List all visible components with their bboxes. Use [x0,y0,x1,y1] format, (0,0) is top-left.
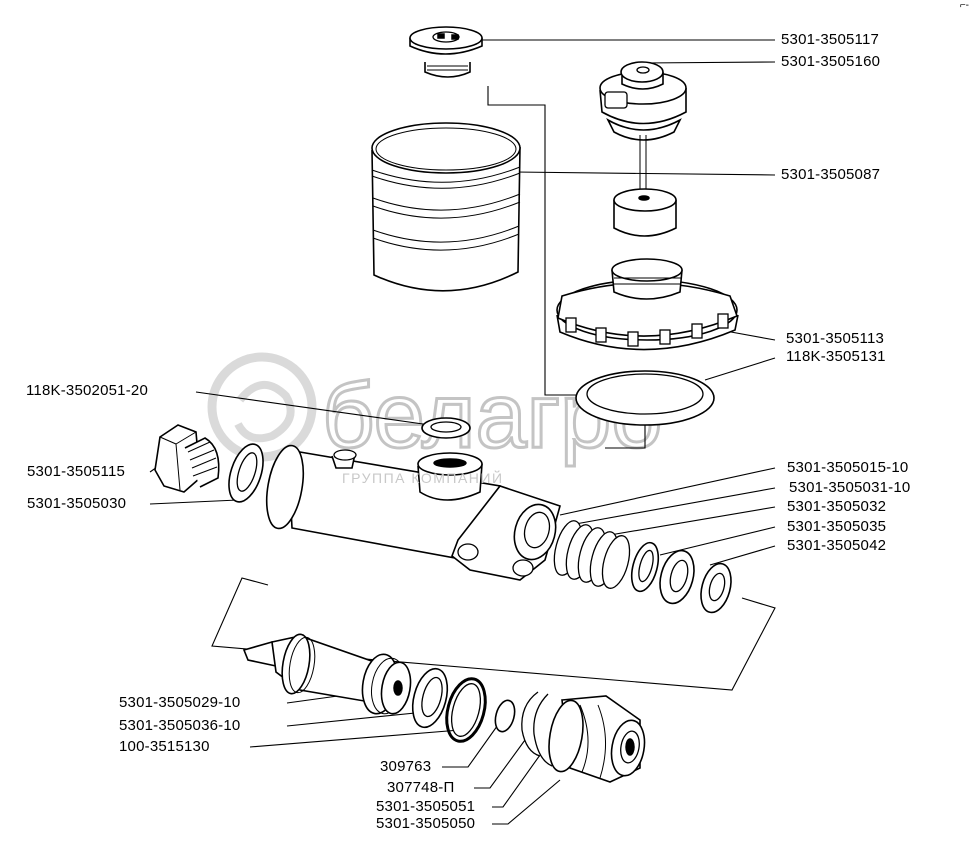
label-valve-body: 5301-3505015-10 [787,459,909,476]
label-small-washer: 118K-3502051-20 [26,382,148,399]
label-piston-cup: 5301-3505036-10 [119,717,241,734]
watermark-tagline: ГРУППА КОМПАНИЙ [342,470,504,486]
label-ring-seal: 5301-3505035 [787,518,887,535]
washer-part [700,562,732,614]
label-reservoir: 5301-3505087 [781,166,881,183]
top-cap-part [409,26,483,78]
reservoir-part [371,122,521,292]
base-gasket-part [575,370,715,426]
label-end-plug: 5301-3505115 [27,463,126,480]
valve-seat-part [630,541,660,593]
piston-part [242,633,412,715]
end-plug-part [154,424,220,493]
ring-seal-part [659,549,695,605]
float-cap-part [599,61,687,237]
circlip-part [521,691,553,767]
plug-washer-part [228,443,264,503]
spring-part [553,520,631,589]
label-circlip: 307748-П [387,779,455,796]
label-valve-seat: 5301-3505031-10 [789,479,911,496]
o-ring-part [445,677,487,743]
label-base-gasket: 118K-3505131 [786,348,886,365]
label-piston: 5301-3505029-10 [119,694,241,711]
piston-cup-part [411,667,449,729]
label-small-ring: 309763 [380,758,432,775]
label-boot: 5301-3505050 [376,815,476,832]
label-plug-washer: 5301-3505030 [27,495,127,512]
small-ring-part [494,699,516,733]
label-top-cap: 5301-3505117 [781,31,880,48]
reservoir-base-part [556,258,739,351]
label-spring: 5301-3505032 [787,498,887,515]
boot-part [548,695,646,783]
label-stop-plate: 5301-3505051 [376,798,476,815]
corner-mark: ⌐- [959,0,969,11]
label-washer: 5301-3505042 [787,537,887,554]
label-reservoir-base: 5301-3505113 [786,330,885,347]
label-float-cap: 5301-3505160 [781,53,881,70]
cylinder-body-part [265,444,561,581]
small-washer-part [421,417,471,439]
leader-lines [149,39,776,825]
belagro-logo-icon [207,352,317,462]
label-o-ring: 100-3515130 [119,738,210,755]
